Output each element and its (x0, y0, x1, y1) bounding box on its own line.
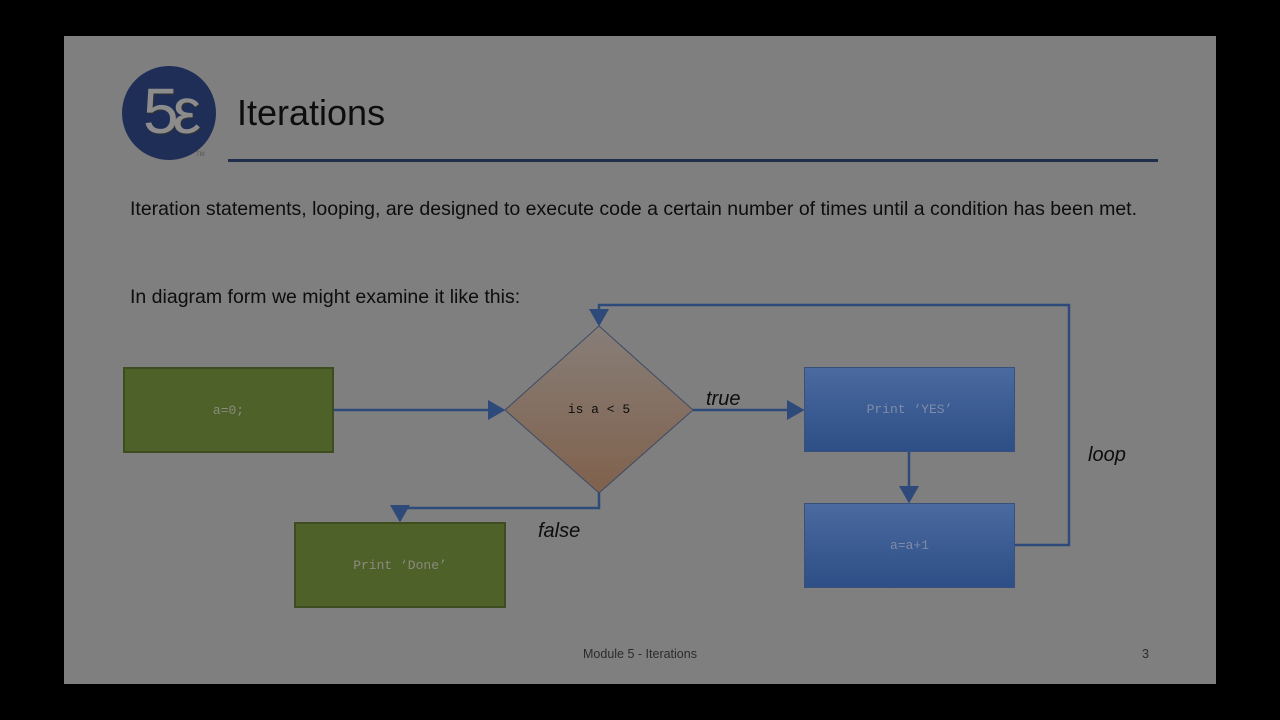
increment-node: a=a+1 (804, 503, 1015, 588)
arrow-false (390, 493, 601, 523)
false-label: false (538, 520, 581, 542)
diagram-intro: In diagram form we might examine it like… (130, 286, 521, 308)
logo: 5ε (122, 66, 216, 160)
logo-trademark: TM (196, 152, 205, 158)
print-yes-node: Print ‘YES’ (804, 367, 1015, 452)
init-node: a=0; (123, 367, 334, 453)
slide-footer: Module 5 - Iterations (583, 647, 697, 661)
slide-title: Iterations (237, 92, 386, 133)
condition-label: is a < 5 (567, 402, 631, 417)
print-done-node: Print ‘Done’ (294, 522, 506, 608)
page-number: 3 (1142, 647, 1149, 661)
loop-label: loop (1088, 444, 1126, 466)
arrow-loop (589, 303, 1071, 547)
intro-paragraph: Iteration statements, looping, are desig… (130, 198, 1138, 220)
flowchart-connectors (334, 303, 1071, 547)
true-label: true (706, 388, 741, 410)
slide: 5ε TM Iterations Iteration statements, l… (64, 36, 1216, 684)
title-divider (228, 159, 1158, 162)
